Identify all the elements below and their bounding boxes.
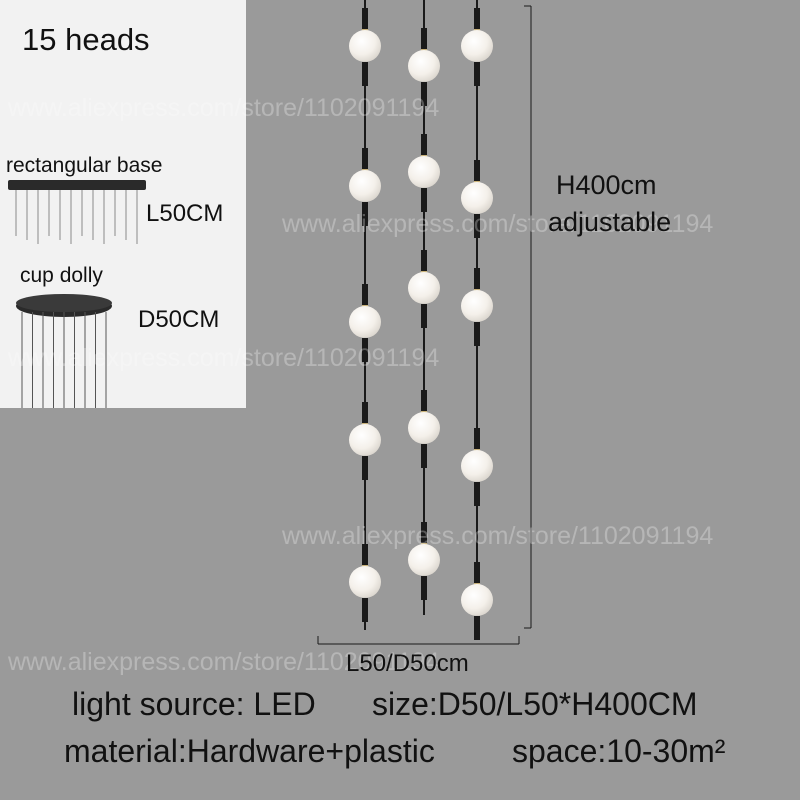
globe-shade [349, 306, 381, 338]
globe-shade [408, 156, 440, 188]
watermark: www.aliexpress.com/store/1102091194 [8, 648, 440, 676]
pendant-rod-segment [474, 268, 480, 290]
pendant-rod-segment [474, 562, 480, 584]
dimension-lines [317, 5, 532, 645]
base-illustrations [8, 180, 146, 408]
globe-shade [408, 412, 440, 444]
globe-shade [461, 450, 493, 482]
globe-shade [349, 30, 381, 62]
pendant-rod-segment [421, 250, 427, 272]
pendant-rod-segment [362, 338, 368, 362]
pendant-rod-segment [421, 576, 427, 600]
pendant-rod-segment [362, 8, 368, 30]
pendant-rod-segment [362, 598, 368, 622]
globe-shade [461, 182, 493, 214]
pendant-rod-segment [474, 428, 480, 450]
pendant-rod-segment [474, 8, 480, 30]
globe-shade [349, 566, 381, 598]
pendant-rod-segment [474, 616, 480, 640]
watermark: www.aliexpress.com/store/1102091194 [8, 344, 440, 372]
globe-shade [408, 50, 440, 82]
rectangular-base-image [8, 180, 146, 244]
pendant-rod-segment [474, 160, 480, 182]
spec-space: space:10-30m² [512, 733, 726, 769]
height-label: H400cm [556, 170, 657, 200]
pendant-rod-segment [421, 444, 427, 468]
pendant-rod-segment [362, 402, 368, 424]
pendant-rod-segment [421, 82, 427, 106]
pendant-rod-segment [474, 482, 480, 506]
globe-shade [349, 424, 381, 456]
watermark: www.aliexpress.com/store/1102091194 [8, 94, 440, 122]
spec-material: material:Hardware+plastic [64, 733, 435, 769]
pendant-rod-segment [362, 62, 368, 86]
pendant-rod-segment [474, 62, 480, 86]
base-options-inset: 15 heads rectangular base L50CM cup doll… [0, 0, 246, 408]
pendant-rod-segment [474, 214, 480, 238]
globe-shade [408, 544, 440, 576]
pendant-rod-segment [362, 202, 368, 226]
rectangular-base-label: rectangular base [6, 154, 163, 177]
cup-dolly-size: D50CM [138, 306, 220, 333]
pendant-rod-segment [362, 148, 368, 170]
rectangular-base-size: L50CM [146, 200, 224, 227]
globe-shade [408, 272, 440, 304]
pendant-rod-segment [421, 390, 427, 412]
width-label: L50/D50cm [346, 650, 469, 677]
globe-shade [461, 584, 493, 616]
pendant-rod-segment [421, 304, 427, 328]
spec-size: size:D50/L50*H400CM [372, 686, 698, 722]
cup-dolly-label: cup dolly [20, 264, 103, 287]
cup-dolly-image [16, 294, 112, 408]
heads-count: 15 heads [22, 22, 150, 57]
pendant-rod-segment [362, 544, 368, 566]
pendant-rod-segment [421, 134, 427, 156]
globe-shade [461, 30, 493, 62]
watermark: www.aliexpress.com/store/1102091194 [282, 522, 714, 550]
pendant-rod-segment [362, 456, 368, 480]
globe-shade [349, 170, 381, 202]
spec-light-source: light source: LED [72, 686, 316, 722]
pendant-rod-segment [421, 522, 427, 544]
height-adjustable-label: adjustable [548, 207, 672, 237]
pendant-globes [349, 30, 493, 616]
pendant-rod-segment [421, 28, 427, 50]
watermark: www.aliexpress.com/store/1102091194 [282, 210, 714, 238]
pendant-rod-segment [421, 188, 427, 212]
globe-shade [461, 290, 493, 322]
pendant-rod-segment [474, 322, 480, 346]
pendant-rod-segment [362, 284, 368, 306]
